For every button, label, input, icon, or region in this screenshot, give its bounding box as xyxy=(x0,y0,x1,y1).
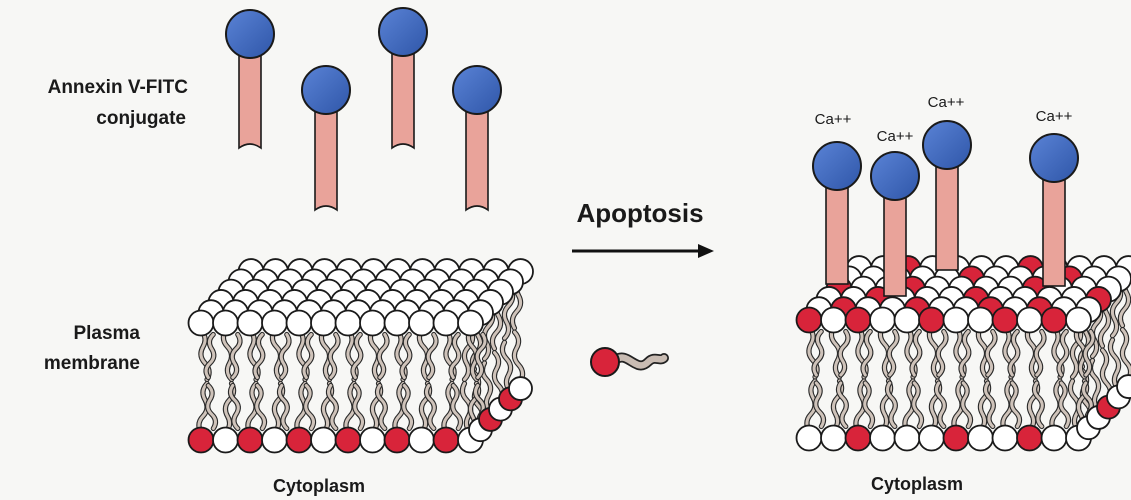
free-annexin-group xyxy=(225,7,502,212)
annexin-v-fitc-icon xyxy=(812,141,862,285)
annexin-label-line1: Annexin V-FITC xyxy=(48,77,189,98)
annexin-v-fitc-icon xyxy=(378,7,428,150)
membrane-label-line2: membrane xyxy=(44,353,140,374)
calcium-label: Ca++ xyxy=(877,128,914,145)
cytoplasm-label-left: Cytoplasm xyxy=(273,476,365,496)
plasma-membrane-normal xyxy=(187,258,534,454)
bound-annexin-group xyxy=(812,120,1079,297)
membrane-label-line1: Plasma xyxy=(73,323,140,344)
phosphatidylserine-lipid-icon xyxy=(590,347,669,377)
annexin-v-fitc-icon xyxy=(870,151,920,297)
annexin-label-line2: conjugate xyxy=(96,108,186,129)
calcium-label: Ca++ xyxy=(928,94,965,111)
calcium-label: Ca++ xyxy=(1036,108,1073,125)
plasma-membrane-apoptotic xyxy=(795,255,1131,452)
annexin-v-fitc-icon xyxy=(922,120,972,271)
annexin-v-fitc-icon xyxy=(301,65,351,212)
apoptosis-label: Apoptosis xyxy=(576,198,703,228)
annexin-v-fitc-icon xyxy=(452,65,502,212)
arrow-right-icon xyxy=(572,244,714,258)
annexin-v-fitc-icon xyxy=(1029,133,1079,287)
annexin-v-fitc-icon xyxy=(225,9,275,150)
calcium-label: Ca++ xyxy=(815,111,852,128)
cytoplasm-label-right: Cytoplasm xyxy=(871,474,963,494)
